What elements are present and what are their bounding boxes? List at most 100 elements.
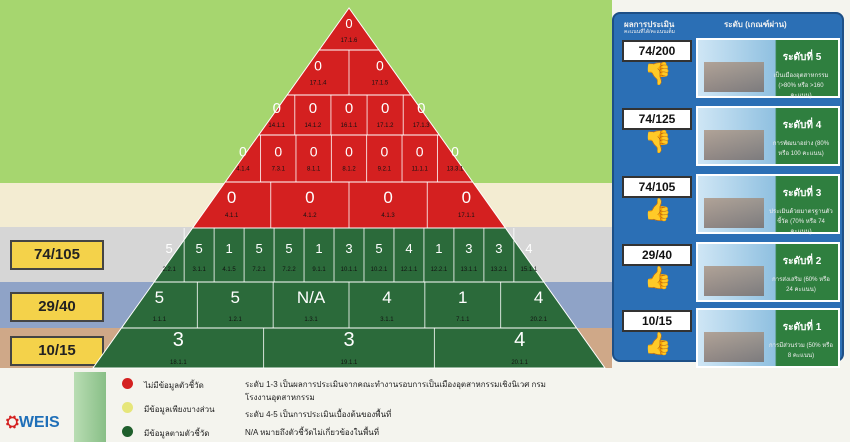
red-cell-value: 0 <box>416 144 424 160</box>
red-cell-value: 0 <box>380 144 388 160</box>
evaluation-panel: ผลการประเมิน คะแนนที่ได้/คะแนนเต็ม ระดับ… <box>612 12 844 362</box>
red-cell-code: 4.1.4 <box>236 167 250 173</box>
red-cell-code: 13.3.1 <box>447 167 464 173</box>
panel-score: 74/125 <box>622 108 692 130</box>
legend-note-1: ระดับ 1-3 เป็นผลการประเมินจากคณะทำงานรอบ… <box>245 378 565 404</box>
thumbs-up-icon: 👍 <box>644 200 671 222</box>
green-cell-value: 4 <box>382 288 391 307</box>
green-cell-value: 1 <box>458 288 467 307</box>
red-cell-value: 0 <box>381 100 389 117</box>
green-cell-code: 7.2.2 <box>282 267 296 273</box>
red-cell-code: 4.1.3 <box>381 213 395 219</box>
green-cell-value: 5 <box>196 241 203 256</box>
level-card: ระดับที่ 4 การพัฒนาอย่าง (80% หรือ 100 คะ… <box>696 106 840 166</box>
level-label: ระดับที่ 3 <box>772 186 832 201</box>
red-cell-code: 17.1.5 <box>372 81 389 87</box>
thumbs-up-icon: 👍 <box>644 334 671 356</box>
thumbs-down-icon: 👎 <box>644 132 671 154</box>
city-illustration <box>704 62 764 92</box>
red-cell-code: 17.1.3 <box>413 123 430 129</box>
red-cell-value: 0 <box>417 100 425 117</box>
level-description: การส่งเสริม (60% หรือ 24 คะแนน) <box>768 274 834 294</box>
red-cell-value: 0 <box>451 144 459 160</box>
green-cell-code: 3.1.1 <box>380 317 394 323</box>
legend-note-2: ระดับ 4-5 เป็นการประเมินเบื้องต้นของพื้น… <box>245 408 391 421</box>
level-description: การมีส่วนร่วม (50% หรือ 8 คะแนน) <box>768 340 834 360</box>
thumbs-up-icon: 👍 <box>644 268 671 290</box>
green-cell-value: 3 <box>495 241 502 256</box>
legend-label-yellow: มีข้อมูลเพียงบางส่วน <box>144 403 215 416</box>
green-cell-value: 5 <box>166 241 173 256</box>
panel-score: 29/40 <box>622 244 692 266</box>
red-cell-code: 4.1.2 <box>303 213 317 219</box>
green-cell-code: 15.1.1 <box>521 267 538 273</box>
green-cell-code: 13.2.1 <box>491 267 508 273</box>
city-illustration <box>704 266 764 296</box>
red-cell-code: 8.1.2 <box>342 167 356 173</box>
green-cell-value: 5 <box>155 288 164 307</box>
green-cell-value: 5 <box>230 288 239 307</box>
green-cell-code: 9.1.1 <box>312 267 326 273</box>
weis-logo: ⛭WEIS <box>6 414 60 432</box>
red-cell-code: 16.1.1 <box>341 123 358 129</box>
green-cell-value: 3 <box>465 241 472 256</box>
green-cell-code: 13.1.1 <box>461 267 478 273</box>
green-cell-code: 12.1.1 <box>401 267 418 273</box>
green-cell-code: 1.3.1 <box>304 317 318 323</box>
pyramid-chart: 017.1.6017.1.4017.1.5014.1.1014.1.2016.1… <box>0 0 612 370</box>
green-cell-value: 5 <box>285 241 292 256</box>
red-cell-code: 17.1.2 <box>377 123 394 129</box>
red-cell-value: 0 <box>309 100 317 117</box>
green-cell-code: 20.1.1 <box>511 360 528 366</box>
legend-note-3: N/A หมายถึงตัวชี้วัดไม่เกี่ยวข้องในพื้นท… <box>245 426 379 439</box>
green-cell-value: 3 <box>345 241 352 256</box>
panel-score: 74/105 <box>622 176 692 198</box>
legend-label-green: มีข้อมูลตามตัวชี้วัด <box>144 427 210 440</box>
green-cell-value: 1 <box>435 241 442 256</box>
red-cell-value: 0 <box>314 58 322 74</box>
red-cell-value: 0 <box>345 100 353 117</box>
red-cell-code: 17.1.4 <box>310 81 327 87</box>
green-cell-code: 3.1.1 <box>192 267 206 273</box>
level-label: ระดับที่ 5 <box>772 50 832 65</box>
green-cell-value: 4 <box>514 329 525 351</box>
red-cell-code: 11.1.1 <box>412 167 429 173</box>
red-cell-value: 0 <box>239 144 247 160</box>
green-cell-value: 4 <box>534 288 543 307</box>
level-label: ระดับที่ 1 <box>772 320 832 335</box>
red-cell-value: 0 <box>345 16 352 31</box>
logo-green-strip <box>74 372 106 442</box>
city-illustration <box>704 332 764 362</box>
green-cell-code: 10.1.1 <box>341 267 358 273</box>
red-cell-code: 9.2.1 <box>378 167 392 173</box>
city-illustration <box>704 130 764 160</box>
red-cell-code: 17.1.6 <box>341 38 358 44</box>
green-cell-code: 20.2.1 <box>530 317 547 323</box>
panel-header-right: ระดับ (เกณฑ์ผ่าน) <box>724 18 787 31</box>
green-cell-value: 4 <box>405 241 412 256</box>
green-cell-code: 2.2.1 <box>162 267 176 273</box>
red-cell-value: 0 <box>227 188 236 207</box>
weis-logo-mark: ⛭ <box>6 414 19 431</box>
green-cell-value: 3 <box>173 329 184 351</box>
level-label: ระดับที่ 4 <box>772 118 832 133</box>
green-cell-code: 7.1.1 <box>456 317 470 323</box>
red-cell-code: 17.1.1 <box>458 213 475 219</box>
panel-header-sub: คะแนนที่ได้/คะแนนเต็ม <box>624 28 675 36</box>
green-cell-value: N/A <box>297 288 326 307</box>
panel-score: 74/200 <box>622 40 692 62</box>
red-cell-code: 14.1.2 <box>305 123 322 129</box>
thumbs-down-icon: 👎 <box>644 64 671 86</box>
green-cell-value: 1 <box>315 241 322 256</box>
red-cell-code: 7.3.1 <box>272 167 286 173</box>
city-illustration <box>704 198 764 228</box>
green-cell-value: 5 <box>375 241 382 256</box>
level-description: การพัฒนาอย่าง (80% หรือ 100 คะแนน) <box>768 138 834 158</box>
green-cell-value: 3 <box>343 329 354 351</box>
green-cell-value: 5 <box>255 241 262 256</box>
red-cell-value: 0 <box>383 188 392 207</box>
legend-yellow-dot <box>122 402 133 413</box>
legend-label-red: ไม่มีข้อมูลตัวชี้วัด <box>144 379 204 392</box>
